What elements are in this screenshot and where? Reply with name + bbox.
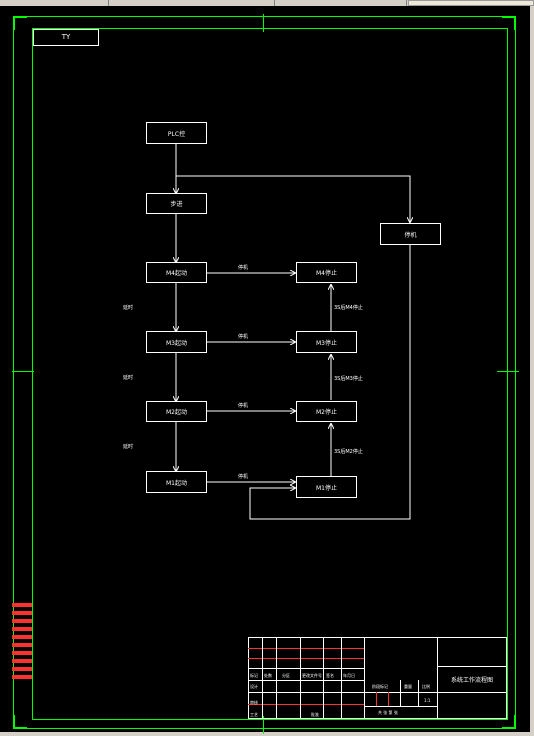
tb-label: 处数 — [264, 673, 272, 678]
tb-label: 设计 — [250, 684, 258, 689]
title-block — [248, 637, 507, 719]
side-stack-cell — [12, 675, 32, 679]
box-m3-start: M3起动 — [146, 331, 207, 353]
tb-label: 年月日 — [343, 673, 355, 678]
corner-mark — [13, 16, 27, 30]
side-stack-cell — [12, 635, 32, 639]
label-arrow-m1: 停机 — [238, 474, 249, 480]
drawing-border-inner — [32, 28, 508, 720]
box-m2-stop: M2停止 — [296, 401, 357, 422]
toolbar-cell[interactable] — [108, 0, 275, 6]
corner-mark — [13, 715, 27, 729]
center-mark-bottom — [263, 716, 264, 734]
tb-label: 比例 — [422, 684, 430, 689]
tb-label: 标记 — [250, 673, 258, 678]
tb-row-line — [248, 680, 364, 681]
tb-col-line — [262, 637, 263, 719]
tb-label: 审核 — [250, 700, 258, 705]
tb-col-line — [364, 637, 365, 719]
horizontal-scrollbar[interactable] — [0, 732, 534, 736]
tb-sheet: 共 张 第 张 — [378, 710, 398, 715]
tb-row-line — [248, 648, 364, 649]
side-stack-cell — [12, 619, 32, 623]
side-revision-stack — [12, 603, 32, 683]
label-delay-1: 延时 — [123, 305, 134, 311]
tb-label: 签名 — [326, 673, 334, 678]
center-mark-top — [263, 14, 264, 32]
tb-col-line — [388, 692, 389, 706]
side-stack-cell — [12, 603, 32, 607]
box-step: 步进 — [146, 193, 207, 214]
tb-col-line — [300, 637, 301, 719]
side-stack-cell — [12, 651, 32, 655]
arrow-to-emergency — [176, 175, 410, 222]
box-plc: PLC控 — [146, 122, 207, 144]
tb-row-line — [248, 692, 507, 693]
label-arrow-m2: 停机 — [238, 403, 249, 409]
tb-col-line — [323, 637, 324, 719]
side-stack-cell — [12, 643, 32, 647]
center-mark-right — [497, 371, 519, 372]
tb-col-line — [400, 680, 401, 706]
label-arrow-m3: 停机 — [238, 334, 249, 340]
vertical-scrollbar[interactable] — [530, 6, 534, 736]
tb-label: 工艺 — [250, 712, 258, 717]
toolbar-cell[interactable] — [0, 0, 109, 6]
tb-col-line — [276, 637, 277, 719]
box-m2-start: M2起动 — [146, 401, 207, 422]
corner-mark — [502, 715, 516, 729]
box-m4-start: M4起动 — [146, 262, 207, 283]
toolbar-cell[interactable] — [274, 0, 407, 6]
label-up-m2: 3S后M2停止 — [334, 449, 363, 455]
drawing-tag: TY — [33, 29, 99, 46]
side-stack-cell — [12, 611, 32, 615]
label-up-m4: 3S后M4停止 — [334, 305, 363, 311]
box-m3-stop: M3停止 — [296, 331, 357, 353]
box-emergency-stop: 停机 — [380, 223, 441, 245]
tb-col-line — [341, 637, 342, 719]
tb-label: 重量 — [404, 684, 412, 689]
tb-row-line — [248, 668, 364, 669]
drawing-border-outer — [13, 16, 516, 729]
label-delay-3: 延时 — [123, 444, 134, 450]
tb-col-line — [437, 637, 438, 719]
tb-row-line — [437, 666, 507, 667]
arrow-emergency-loop — [249, 245, 411, 520]
tb-row-line — [248, 704, 364, 705]
corner-mark — [502, 16, 516, 30]
tb-row-line — [248, 658, 364, 659]
tb-label: 分区 — [282, 673, 290, 678]
box-m4-stop: M4停止 — [296, 262, 357, 283]
label-delay-2: 延时 — [123, 375, 134, 381]
side-stack-cell — [12, 659, 32, 663]
tb-scale: 1:1 — [424, 698, 431, 703]
side-stack-cell — [12, 627, 32, 631]
side-stack-cell — [12, 667, 32, 671]
tb-label: 更改文件号 — [302, 673, 322, 678]
tb-col-line — [418, 680, 419, 706]
tb-col-line — [376, 692, 377, 706]
tb-row-line — [364, 706, 437, 707]
drawing-name: 系统工作流程图 — [450, 676, 493, 684]
box-m1-stop: M1停止 — [296, 476, 357, 498]
label-arrow-m4: 停机 — [238, 265, 249, 271]
tb-label: 批准 — [311, 712, 319, 717]
center-mark-left — [12, 371, 34, 372]
box-m1-start: M1起动 — [146, 471, 207, 493]
label-up-m3: 3S后M3停止 — [334, 376, 363, 382]
tb-label: 阶段标记 — [372, 684, 388, 689]
